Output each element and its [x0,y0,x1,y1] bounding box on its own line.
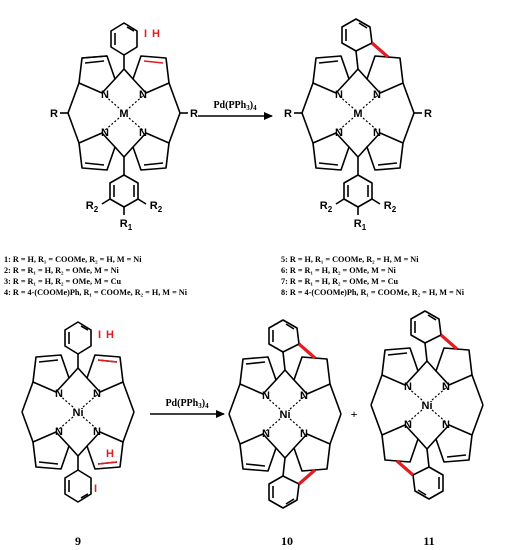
nitrogen-atom-label: N [404,419,412,431]
molecule-11: N N N N Ni [370,310,484,500]
nitrogen-atom-label: N [93,426,101,438]
nitrogen-atom-label: N [335,127,343,139]
new-cc-bond [297,342,317,360]
nitrogen-atom-label: N [55,388,63,400]
iodine-atom-label: I [144,28,147,40]
nitrogen-atom-label: N [404,381,412,393]
plus-sign: + [351,407,358,421]
hydrogen-atom-label: H [106,448,114,460]
substituent-r1-label: R1 [120,218,133,232]
legend-line: 5: R = H, R₁ = COOMe, R₂ = H, M = Ni [281,255,419,264]
legend-line: 4: R = 4-(COOMe)Ph, R₁ = COOMe, R₂ = H, … [4,288,188,297]
nitrogen-atom-label: N [101,89,109,101]
substituent-r2-label: R2 [320,200,333,214]
molecule-10: N N N N Ni [228,319,342,509]
metal-center-label: Ni [422,400,433,412]
compound-label-10: 10 [281,534,293,548]
nitrogen-atom-label: N [139,127,147,139]
substituent-r2-label: R2 [150,200,163,214]
molecule-fused-porphyrin-5-8: N N N N M R R R2 R2 R1 [284,18,432,232]
metal-center-label: M [119,108,128,120]
substituent-r-label: R [424,108,432,120]
substituent-r-label: R [190,108,198,120]
substituent-r1-label: R1 [354,218,367,232]
molecule-9: N N N N Ni I H H I [21,321,135,503]
nitrogen-atom-label: N [300,390,308,402]
legend-line: 3: R = R₁ = H, R₂ = OMe, M = Cu [4,277,121,286]
nitrogen-atom-label: N [262,390,270,402]
substituent-r2-label: R2 [86,200,99,214]
molecule-starting-porphyrin-1-4: N N N N M R R I H R2 R2 R1 [50,22,198,232]
legend-left: 1: R = H, R₁ = COOMe, R₂ = H, M = Ni 2: … [4,255,188,297]
substituent-r-label: R [284,108,292,120]
nitrogen-atom-label: N [373,89,381,101]
legend-line: 1: R = H, R₁ = COOMe, R₂ = H, M = Ni [4,255,142,264]
metal-center-label: M [353,108,362,120]
legend-line: 2: R = R₁ = H, R₂ = OMe, M = Ni [4,266,119,275]
nitrogen-atom-label: N [373,127,381,139]
hydrogen-atom-label: H [106,329,114,341]
nitrogen-atom-label: N [101,127,109,139]
legend-right: 5: R = H, R₁ = COOMe, R₂ = H, M = Ni 6: … [281,255,465,297]
legend-line: 7: R = R₁ = H, R₂ = OMe, M = Cu [281,277,398,286]
substituent-r-label: R [50,108,58,120]
nitrogen-atom-label: N [55,426,63,438]
nitrogen-atom-label: N [262,428,270,440]
new-cc-bond [370,41,390,59]
nitrogen-atom-label: N [442,419,450,431]
reactive-ch-bond [97,359,118,363]
metal-center-label: Ni [73,407,84,419]
compound-label-11: 11 [423,534,434,548]
new-cc-bond [439,333,459,351]
reagent-label-bottom: Pd(PPh3)4 [165,398,209,410]
nitrogen-atom-label: N [335,89,343,101]
reaction-arrow-top: Pd(PPh3)4 [198,100,273,120]
compound-label-9: 9 [75,534,81,548]
metal-center-label: Ni [280,409,291,421]
nitrogen-atom-label: N [300,428,308,440]
substituent-r2-label: R2 [384,200,397,214]
hydrogen-atom-label: H [152,28,160,40]
legend-line: 6: R = R₁ = H, R₂ = OMe, M = Ni [281,266,396,275]
legend-line: 8: R = 4-(COOMe)Ph, R₁ = COOMe, R₂ = H, … [281,288,465,297]
new-cc-bond [395,459,415,477]
reaction-arrow-bottom: Pd(PPh3)4 [150,398,225,418]
iodine-atom-label: I [94,483,97,495]
iodine-atom-label: I [98,329,101,341]
nitrogen-atom-label: N [442,381,450,393]
reagent-label-top: Pd(PPh3)4 [213,100,257,112]
reactive-ch-bond [97,461,118,465]
nitrogen-atom-label: N [93,388,101,400]
nitrogen-atom-label: N [139,89,147,101]
new-cc-bond [297,468,317,486]
